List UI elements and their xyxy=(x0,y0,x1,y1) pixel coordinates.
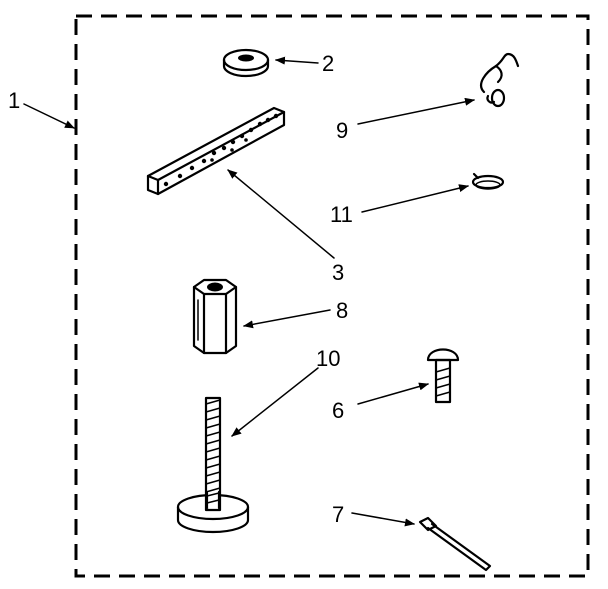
part-8-hex-nut xyxy=(192,278,238,355)
leader-8 xyxy=(243,309,331,329)
callout-7: 7 xyxy=(332,502,344,527)
callout-6: 6 xyxy=(332,398,344,423)
leader-10 xyxy=(231,367,319,437)
leader-11 xyxy=(361,184,469,213)
callout-9: 9 xyxy=(336,118,348,143)
part-6-bolt xyxy=(426,348,460,404)
callout-10: 10 xyxy=(316,346,340,371)
leader-7 xyxy=(351,512,415,527)
callout-8: 8 xyxy=(336,298,348,323)
leader-2 xyxy=(275,56,319,65)
callout-11: 11 xyxy=(330,202,353,227)
leader-3 xyxy=(227,169,335,259)
part-10-leveling-leg xyxy=(176,396,250,534)
part-7-cable-tie xyxy=(418,516,492,572)
leader-1 xyxy=(23,103,75,129)
part-2-washer xyxy=(222,48,270,78)
part-11-clip-ring xyxy=(471,172,505,190)
part-3-bracket-bar xyxy=(146,106,286,196)
kit-boundary xyxy=(74,14,590,578)
callout-3: 3 xyxy=(332,260,344,285)
leader-6 xyxy=(357,382,429,405)
callout-1: 1 xyxy=(8,88,20,113)
callout-2: 2 xyxy=(322,51,334,76)
part-9-hook-clip xyxy=(480,52,520,108)
leader-9 xyxy=(357,97,475,125)
